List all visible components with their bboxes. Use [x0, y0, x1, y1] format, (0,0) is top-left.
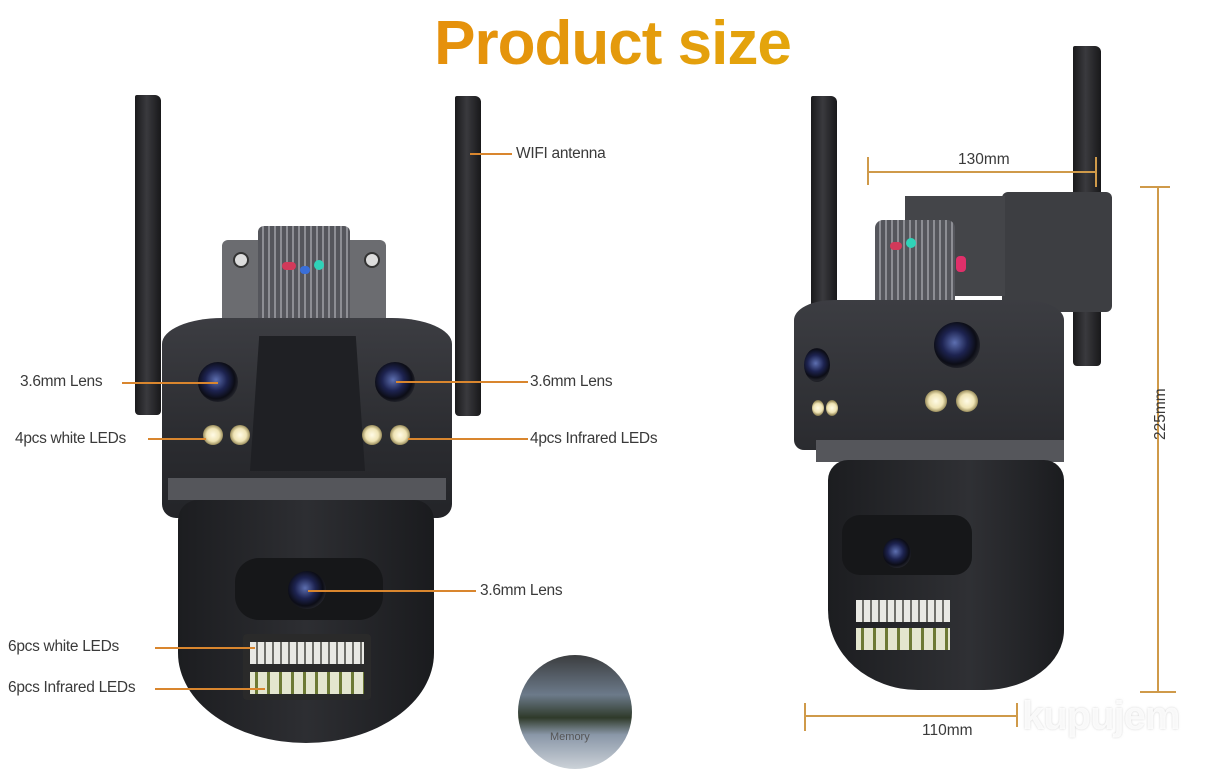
center-panel	[250, 336, 365, 471]
memory-card-inset: Memory	[518, 655, 632, 769]
side-status-led-pink	[956, 256, 966, 272]
callout-wifi-antenna: WIFI antenna	[516, 145, 606, 162]
head-band	[168, 478, 446, 500]
callout-line-wifi	[470, 153, 512, 155]
front-view-camera	[135, 95, 481, 743]
side-lower-body	[828, 460, 1064, 690]
side-upper-head	[794, 300, 1064, 450]
left-led-1	[203, 425, 223, 445]
dimension-tick-bottom-left	[804, 703, 806, 731]
page-title: Product size	[0, 8, 1225, 79]
side-led-2	[956, 390, 978, 412]
infrared-led-bar	[250, 672, 364, 694]
callout-line-right-lens	[396, 381, 528, 383]
callout-line-left-leds	[148, 438, 206, 440]
side-wall-mount	[1002, 192, 1112, 312]
dimension-height: 225mm	[1152, 388, 1169, 440]
dimension-width-top: 130mm	[958, 151, 1010, 168]
left-led-2	[230, 425, 250, 445]
side-left-lens	[804, 348, 830, 382]
dimension-tick-top-right	[1095, 157, 1097, 187]
side-view-camera	[780, 0, 1225, 743]
dimension-tick-bottom-right	[1016, 703, 1018, 727]
callout-line-bottom-white-leds	[155, 647, 255, 649]
side-left-antenna	[811, 96, 837, 326]
side-infrared-led-bar	[856, 628, 950, 650]
side-white-led-bar	[856, 600, 950, 622]
right-antenna	[455, 96, 481, 416]
callout-line-bottom-ir-leds	[155, 688, 265, 690]
dimension-line-width-bottom	[804, 715, 1018, 717]
callout-bottom-white-leds: 6pcs white LEDs	[8, 638, 119, 655]
side-bottom-lens	[883, 538, 911, 568]
inset-caption: Memory	[550, 731, 590, 743]
callout-line-left-lens	[122, 382, 218, 384]
side-status-led-red	[890, 242, 902, 250]
white-led-bar	[250, 642, 364, 664]
dimension-width-bottom: 110mm	[922, 722, 973, 739]
status-led-red	[282, 262, 296, 270]
callout-left-lens: 3.6mm Lens	[20, 373, 103, 390]
callout-bottom-lens: 3.6mm Lens	[480, 582, 563, 599]
dimension-line-width-top	[867, 171, 1097, 173]
dimension-tick-height-top	[1140, 186, 1170, 188]
status-led-teal	[314, 260, 324, 270]
callout-line-right-leds	[408, 438, 528, 440]
callout-right-lens: 3.6mm Lens	[530, 373, 613, 390]
watermark: kupujem	[1022, 694, 1180, 738]
callout-left-leds: 4pcs white LEDs	[15, 430, 126, 447]
dimension-tick-top-left	[867, 157, 869, 185]
side-left-led-2	[826, 400, 838, 416]
callout-line-bottom-lens	[308, 590, 476, 592]
right-led-2	[390, 425, 410, 445]
right-led-1	[362, 425, 382, 445]
bracket-screw-left	[233, 252, 249, 268]
dimension-tick-height-bottom	[1140, 691, 1176, 693]
side-indicator-dome	[875, 220, 955, 300]
callout-right-leds: 4pcs Infrared LEDs	[530, 430, 658, 447]
dimension-line-height	[1157, 186, 1159, 692]
left-antenna	[135, 95, 161, 415]
lower-body	[178, 500, 434, 743]
side-main-lens	[934, 322, 980, 368]
side-led-1	[925, 390, 947, 412]
side-left-led-1	[812, 400, 824, 416]
callout-bottom-ir-leds: 6pcs Infrared LEDs	[8, 679, 136, 696]
status-led-blue	[300, 266, 310, 274]
side-status-led-teal	[906, 238, 916, 248]
side-head-band	[816, 440, 1064, 462]
bracket-screw-right	[364, 252, 380, 268]
